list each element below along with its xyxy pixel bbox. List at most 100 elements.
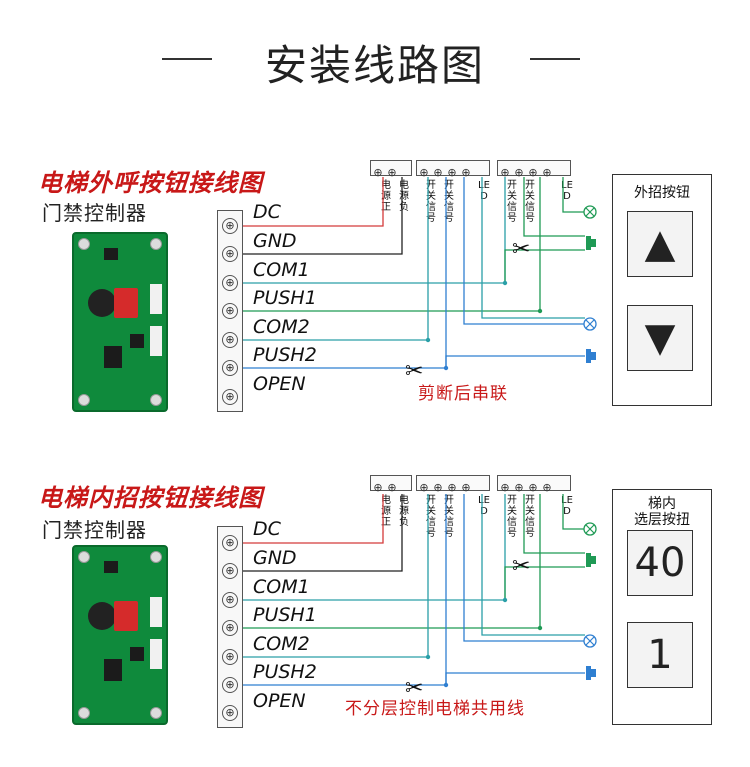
switch-icon	[586, 349, 596, 363]
power-header-2: ⊕⊕	[370, 475, 412, 494]
terminal-label-gnd: GND	[253, 230, 297, 252]
terminal-label-push2: PUSH2	[253, 661, 317, 683]
scissors-icon: ✂	[405, 676, 423, 701]
down-arrow-icon: ▼	[644, 315, 676, 361]
header-label: 开关信号	[426, 495, 436, 539]
call-header-1b: ⊕⊕⊕⊕	[497, 160, 571, 179]
floor-40-label: 40	[634, 540, 686, 586]
section2-title: 电梯内招按钮接线图	[38, 483, 263, 512]
terminal-label-com2: COM2	[253, 316, 310, 338]
gnd-wire	[243, 494, 403, 572]
panel2-title: 梯内 选层按扭	[634, 496, 690, 528]
section2-subtitle: 门禁控制器	[42, 518, 147, 542]
terminal-label-com1: COM1	[253, 576, 310, 598]
lamp-icon	[583, 317, 597, 331]
screw-terminal-icon: ⊕	[222, 360, 238, 376]
screw-terminal-icon: ⊕	[222, 246, 238, 262]
junction-dot	[537, 308, 543, 314]
com1-wire	[243, 494, 506, 601]
junction-dot	[537, 625, 543, 631]
led-a-wire	[463, 494, 585, 642]
terminal-label-com1: COM1	[253, 259, 310, 281]
header-label: LED	[478, 180, 490, 202]
com1-wire	[243, 177, 506, 284]
switch-icon	[586, 666, 596, 680]
push1-wire	[243, 494, 541, 629]
sw-b-wire	[504, 566, 585, 600]
header-label: 电源负	[399, 180, 409, 213]
header-label: LED	[561, 495, 573, 517]
led-a-wire	[463, 177, 585, 325]
push1-wire	[243, 177, 541, 312]
title-rule-right	[530, 58, 580, 60]
sig-b-wire	[523, 494, 585, 554]
junction-dot	[443, 682, 449, 688]
screw-terminal-icon: ⊕	[222, 332, 238, 348]
junction-dot	[425, 337, 431, 343]
sw-a-wire	[445, 355, 585, 368]
terminal-label-open: OPEN	[253, 690, 306, 712]
header-label: 开关信号	[525, 495, 535, 539]
screw-terminal-icon: ⊕	[222, 563, 238, 579]
power-header-1: ⊕⊕	[370, 160, 412, 179]
header-label: LED	[561, 180, 573, 202]
sig-a-wire	[481, 177, 585, 319]
terminal-label-push2: PUSH2	[253, 344, 317, 366]
scissors-icon: ✂	[512, 554, 530, 579]
header-label: 电源正	[381, 495, 391, 528]
header-label: 开关信号	[507, 495, 517, 539]
screw-terminal-icon: ⊕	[222, 535, 238, 551]
screw-terminal-icon: ⊕	[222, 649, 238, 665]
terminal-label-push1: PUSH1	[253, 604, 317, 626]
header-label: 开关信号	[426, 180, 436, 224]
screw-terminal-icon: ⊕	[222, 592, 238, 608]
dc-wire	[243, 177, 384, 227]
page-title: 安装线路图	[264, 41, 485, 90]
junction-dot	[502, 597, 508, 603]
terminal-label-open: OPEN	[253, 373, 306, 395]
sig-a-wire	[481, 494, 585, 636]
section1-title: 电梯外呼按钮接线图	[38, 168, 263, 197]
terminal-label-push1: PUSH1	[253, 287, 317, 309]
section1-note: 剪断后串联	[418, 384, 508, 404]
section2-note: 不分层控制电梯共用线	[345, 699, 525, 719]
screw-terminal-icon: ⊕	[222, 218, 238, 234]
screw-terminal-icon: ⊕	[222, 677, 238, 693]
led-b-wire	[562, 177, 585, 213]
floor-1-label: 1	[647, 632, 673, 678]
switch-icon	[586, 236, 596, 250]
header-label: 开关信号	[507, 180, 517, 224]
up-arrow-icon: ▲	[644, 221, 676, 267]
terminal-label-gnd: GND	[253, 547, 297, 569]
down-button[interactable]: ▼	[627, 305, 693, 371]
up-button[interactable]: ▲	[627, 211, 693, 277]
title-rule-left	[162, 58, 212, 60]
junction-dot	[502, 280, 508, 286]
dc-wire	[243, 494, 384, 544]
controller-board-image-2	[72, 545, 168, 725]
led-b-wire	[562, 494, 585, 530]
call-header-1a: ⊕⊕⊕⊕	[416, 160, 490, 179]
lamp-icon	[583, 522, 597, 536]
call-header-2b: ⊕⊕⊕⊕	[497, 475, 571, 494]
floor-40-button[interactable]: 40	[627, 530, 693, 596]
floor-1-button[interactable]: 1	[627, 622, 693, 688]
header-label: 开关信号	[525, 180, 535, 224]
header-label: 电源正	[381, 180, 391, 213]
panel1-title: 外招按钮	[634, 185, 690, 201]
junction-dot	[425, 654, 431, 660]
outcall-button-panel: 外招按钮 ▲ ▼	[612, 174, 712, 406]
header-label: 开关信号	[444, 180, 454, 224]
screw-terminal-icon: ⊕	[222, 620, 238, 636]
lamp-icon	[583, 205, 597, 219]
terminal-label-dc: DC	[253, 518, 281, 540]
screw-terminal-icon: ⊕	[222, 389, 238, 405]
switch-icon	[586, 553, 596, 567]
controller-board-image-1	[72, 232, 168, 412]
terminal-label-com2: COM2	[253, 633, 310, 655]
sw-b-wire	[504, 249, 585, 283]
call-header-2a: ⊕⊕⊕⊕	[416, 475, 490, 494]
scissors-icon: ✂	[512, 237, 530, 262]
